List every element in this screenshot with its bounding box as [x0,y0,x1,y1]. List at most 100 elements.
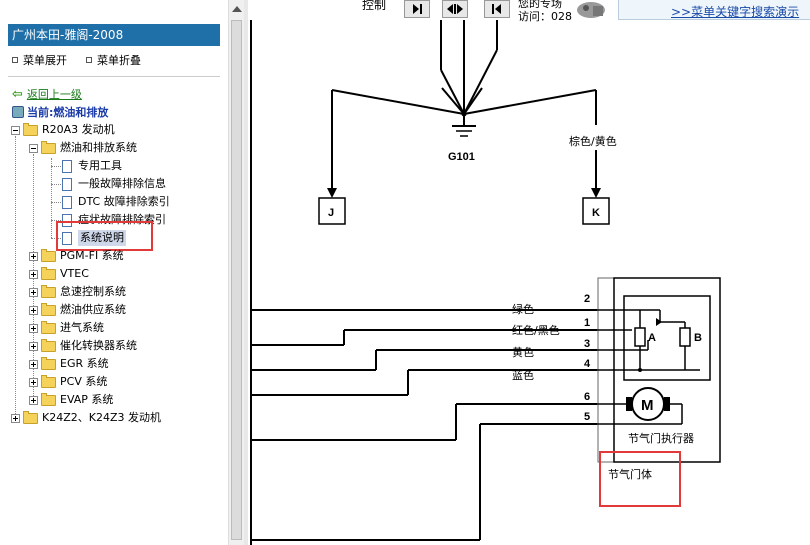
tree-item-evap[interactable]: EVAP 系统 [29,392,113,408]
pin-4-label: 4 [584,358,591,370]
pin-3-label: 3 [584,338,590,350]
scroll-up-icon[interactable] [232,6,242,12]
expand-menu-label: 菜单展开 [23,54,67,67]
throttle-body-label: 节气门体 [608,467,652,481]
tree-item-label: 燃油和排放系统 [60,141,137,154]
expand-toggle-icon[interactable] [29,395,38,405]
database-icon [12,106,24,118]
search-link-text[interactable]: >>菜单关键字搜索演示 [671,5,800,19]
tree-item-general-troubleshooting[interactable]: 一般故障排除信息 [62,176,166,192]
document-icon [62,177,72,191]
tree-item-egr[interactable]: EGR 系统 [29,356,109,372]
tree-item-label: PCV 系统 [60,375,108,388]
left-panel-scrollbar[interactable] [228,0,245,545]
tree-item-label: 怠速控制系统 [60,285,126,298]
fit-page-button[interactable] [442,0,468,18]
expand-toggle-icon[interactable] [29,323,38,333]
tree-item-catalytic[interactable]: 催化转换器系统 [29,338,137,354]
collapse-toggle-icon[interactable] [29,143,38,153]
panel-splitter[interactable] [244,0,248,545]
tree-item-label: 催化转换器系统 [60,339,137,352]
tree-line [51,158,52,238]
expand-toggle-icon[interactable] [11,413,20,423]
tree-line [51,184,61,185]
collapse-toggle-icon[interactable] [11,125,20,135]
expand-toggle-icon[interactable] [29,341,38,351]
keyword-search-demo-link[interactable]: >>菜单关键字搜索演示 [618,0,810,20]
tree-item-label: DTC 故障排除索引 [78,195,170,208]
tree-line [51,202,61,203]
document-icon [62,159,72,173]
back-link[interactable]: ⇦ 返回上一级 [12,86,82,102]
scrollbar-thumb[interactable] [231,20,242,540]
tree-line [51,166,61,167]
next-page-button[interactable] [404,0,430,18]
counter-value: 访问：028 [518,10,572,23]
expand-toggle-icon[interactable] [29,269,38,279]
ground-label: G101 [448,151,475,163]
sensor-b-label: B [694,332,702,344]
tree-item-pcv[interactable]: PCV 系统 [29,374,107,390]
actuator-label: 节气门执行器 [628,431,694,445]
square-icon [86,57,92,63]
tree-item-dtc-index[interactable]: DTC 故障排除索引 [62,194,170,210]
expand-toggle-icon[interactable] [29,287,38,297]
pin-2-label: 2 [584,293,590,305]
wire-blue-label: 蓝色 [512,368,534,382]
tree-item-fuel-supply[interactable]: 燃油供应系统 [29,302,126,318]
tree-item-system-description[interactable]: 系统说明 [62,230,126,246]
folder-icon [41,248,56,262]
tree-line [15,136,16,418]
panel-title: 广州本田-雅阁-2008 [8,24,220,46]
expand-toggle-icon[interactable] [29,251,38,261]
pin-5-label: 5 [584,411,590,423]
prev-page-button[interactable] [484,0,510,18]
tree-item-label: VTEC [60,267,89,280]
expand-menu-button[interactable]: 菜单展开 [12,52,67,68]
folder-open-icon [41,140,56,154]
folder-icon [41,392,56,406]
tree-item-fuel-emission[interactable]: 燃油和排放系统 [29,140,137,156]
tree-item-vtec[interactable]: VTEC [29,266,89,282]
folder-icon [41,356,56,370]
tree-item-intake[interactable]: 进气系统 [29,320,104,336]
sensor-a-label: A [648,332,656,344]
tree-item-special-tools[interactable]: 专用工具 [62,158,122,174]
wiring-diagram: G101 J K 棕色/黄色 绿色 红色/黑色 黄色 蓝色 2 1 3 4 6 … [250,20,721,545]
tree-item-idle-control[interactable]: 怠速控制系统 [29,284,126,300]
tree-item-r20a3[interactable]: R20A3 发动机 [11,122,115,138]
current-location: 当前:燃油和排放 [12,104,108,120]
wire-red-black-label: 红色/黑色 [512,323,560,337]
document-icon [62,195,72,209]
arrow-left-bar-icon [492,4,501,14]
visit-counter: 您的专场 访问：028 [518,0,572,23]
back-link-label[interactable]: 返回上一级 [26,88,82,101]
expand-toggle-icon[interactable] [29,305,38,315]
tree-item-pgm-fi[interactable]: PGM-FI 系统 [29,248,124,264]
wire-green-label: 绿色 [512,302,534,316]
tree-item-label: 进气系统 [60,321,104,334]
arrow-right-bar-icon [413,4,422,14]
document-icon [62,231,72,245]
folder-icon [23,410,38,424]
folder-icon [41,302,56,316]
connector-j-label: J [328,207,334,219]
tree-item-k24[interactable]: K24Z2、K24Z3 发动机 [11,410,161,426]
connector-k-label: K [592,207,600,219]
square-icon [12,57,18,63]
motor-symbol: M [641,397,654,414]
current-location-label: 当前:燃油和排放 [27,106,109,119]
highlight-box [56,221,153,251]
collapse-menu-label: 菜单折叠 [97,54,141,67]
folder-icon [41,266,56,280]
mascot-icon [577,2,605,18]
tree-item-label: R20A3 发动机 [42,123,115,136]
highlight-box [599,451,681,507]
tree-item-label: K24Z2、K24Z3 发动机 [42,411,161,424]
left-panel: 广州本田-雅阁-2008 菜单展开 菜单折叠 ⇦ 返回上一级 当前:燃油和排放 … [0,0,229,545]
back-arrow-icon: ⇦ [12,86,23,102]
tree-item-label: 一般故障排除信息 [78,177,166,190]
expand-toggle-icon[interactable] [29,377,38,387]
collapse-menu-button[interactable]: 菜单折叠 [86,52,141,68]
expand-toggle-icon[interactable] [29,359,38,369]
